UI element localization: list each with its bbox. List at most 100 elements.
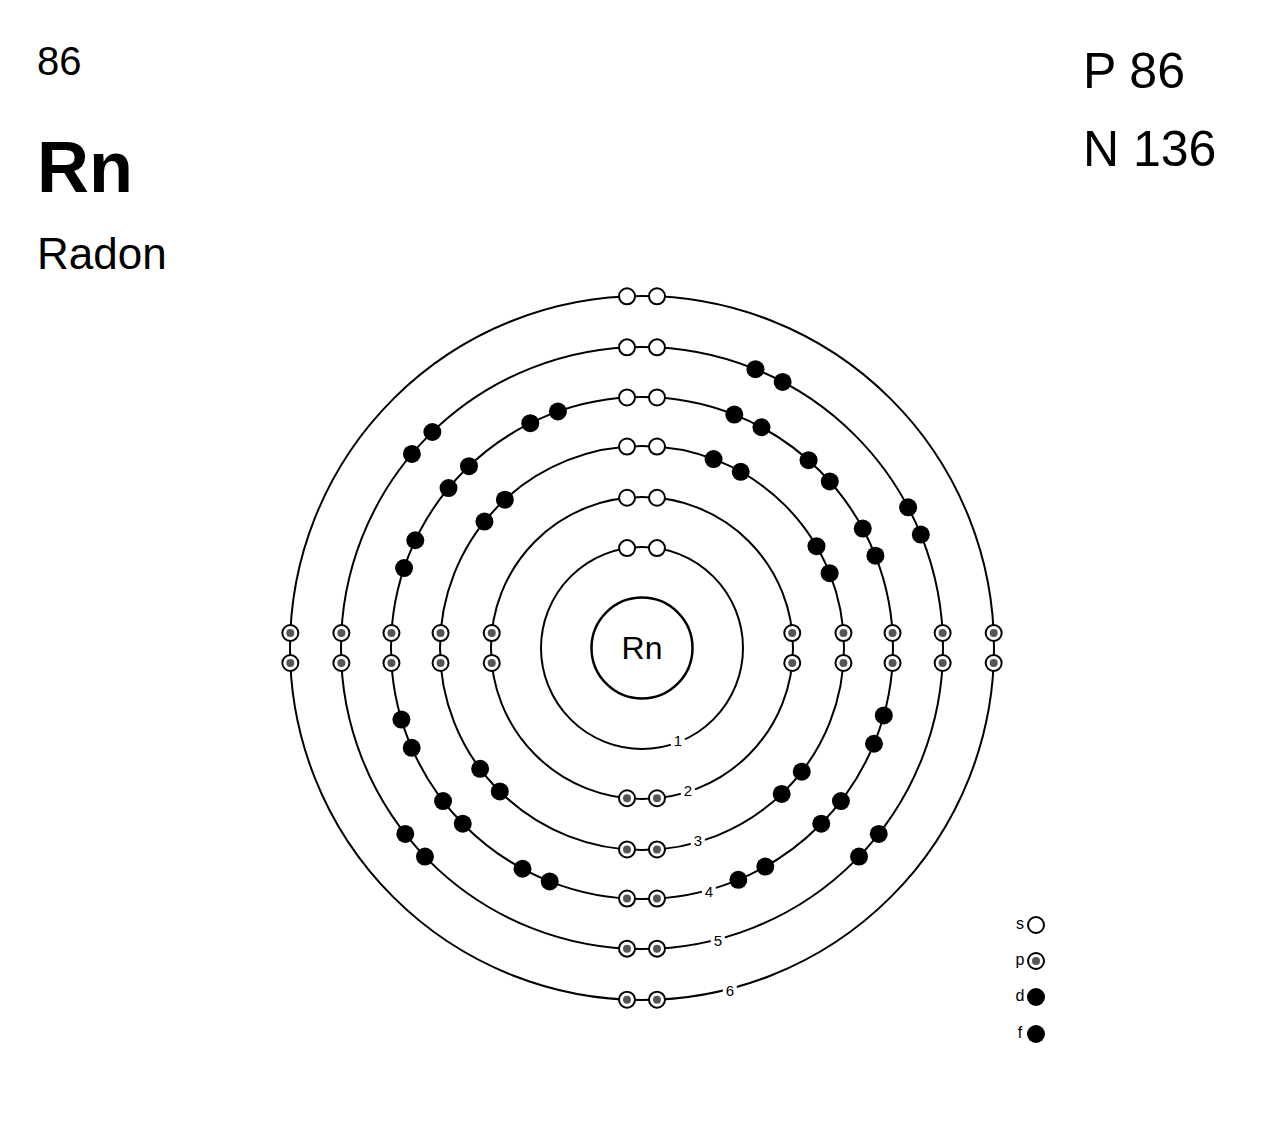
p-electron — [649, 941, 665, 957]
d-electron — [440, 479, 458, 497]
s-electron — [649, 540, 665, 556]
s-electron — [649, 490, 665, 506]
d-electron — [521, 414, 539, 432]
d-electron — [423, 423, 441, 441]
p-electron — [835, 625, 851, 641]
s-electron — [649, 288, 665, 304]
d-electron — [460, 457, 478, 475]
d-electron — [471, 760, 489, 778]
p-electron — [619, 790, 635, 806]
d-electron — [793, 763, 811, 781]
proton-count: P 86 — [1083, 46, 1185, 96]
s-electron — [649, 439, 665, 455]
p-electron — [619, 841, 635, 857]
d-electron — [454, 815, 472, 833]
d-electron — [403, 739, 421, 757]
d-electron — [395, 559, 413, 577]
s-electron — [619, 439, 635, 455]
p-electron-core — [387, 629, 395, 637]
d-electron — [832, 792, 850, 810]
p-electron-core — [488, 659, 496, 667]
s-electron — [649, 339, 665, 355]
p-electron-core — [653, 845, 661, 853]
d-electron — [1027, 1025, 1045, 1043]
p-electron — [484, 625, 500, 641]
shell-number: 6 — [723, 982, 737, 999]
p-electron-core — [653, 945, 661, 953]
d-electron — [850, 848, 868, 866]
s-electron — [619, 490, 635, 506]
shell-number: 3 — [691, 832, 705, 849]
p-electron-core — [437, 629, 445, 637]
p-electron-core — [839, 629, 847, 637]
p-electron-core — [990, 629, 998, 637]
atomic-number: 86 — [37, 41, 82, 81]
p-electron-core — [623, 895, 631, 903]
d-electron — [899, 498, 917, 516]
d-electron — [774, 373, 792, 391]
p-electron — [649, 891, 665, 907]
p-electron-core — [788, 629, 796, 637]
p-electron — [282, 655, 298, 671]
d-electron — [729, 871, 747, 889]
p-electron — [333, 625, 349, 641]
d-electron — [821, 472, 839, 490]
p-electron-core — [889, 629, 897, 637]
d-electron — [514, 860, 532, 878]
d-electron — [756, 858, 774, 876]
p-electron — [835, 655, 851, 671]
legend-text: d — [1016, 988, 1025, 1004]
p-electron — [484, 655, 500, 671]
legend-text: p — [1016, 952, 1025, 968]
d-electron — [912, 526, 930, 544]
p-electron-core — [437, 659, 445, 667]
electron-shell — [491, 497, 793, 799]
p-electron-core — [788, 659, 796, 667]
d-electron — [406, 531, 424, 549]
p-electron-core — [990, 659, 998, 667]
p-electron-core — [623, 945, 631, 953]
nucleus-ring — [592, 598, 693, 699]
d-electron — [549, 403, 567, 421]
p-electron-core — [653, 794, 661, 802]
d-electron — [491, 782, 509, 800]
p-electron-core — [889, 659, 897, 667]
s-electron — [619, 540, 635, 556]
d-electron — [732, 463, 750, 481]
element-name: Radon — [37, 232, 167, 276]
d-electron — [496, 491, 514, 509]
p-electron — [986, 655, 1002, 671]
shell-number: 5 — [711, 932, 725, 949]
d-electron — [746, 360, 764, 378]
p-electron-core — [337, 659, 345, 667]
legend-text: s — [1016, 916, 1024, 932]
d-electron — [773, 785, 791, 803]
s-electron — [1028, 917, 1044, 933]
p-electron — [1028, 953, 1044, 969]
p-electron-core — [939, 659, 947, 667]
p-electron-core — [939, 629, 947, 637]
d-electron — [800, 451, 818, 469]
p-electron — [433, 655, 449, 671]
d-electron — [396, 825, 414, 843]
p-electron-core — [839, 659, 847, 667]
p-electron — [433, 625, 449, 641]
p-electron-core — [488, 629, 496, 637]
p-electron — [649, 992, 665, 1008]
d-electron — [725, 406, 743, 424]
d-electron — [854, 520, 872, 538]
p-electron-core — [623, 845, 631, 853]
p-electron — [784, 655, 800, 671]
d-electron — [865, 735, 883, 753]
p-electron-core — [286, 629, 294, 637]
d-electron — [475, 513, 493, 531]
electron-shell — [290, 296, 994, 1000]
d-electron — [875, 706, 893, 724]
p-electron — [619, 941, 635, 957]
p-electron — [619, 992, 635, 1008]
p-electron — [383, 625, 399, 641]
p-electron — [935, 655, 951, 671]
d-electron — [705, 450, 723, 468]
s-electron — [619, 288, 635, 304]
p-electron — [885, 655, 901, 671]
